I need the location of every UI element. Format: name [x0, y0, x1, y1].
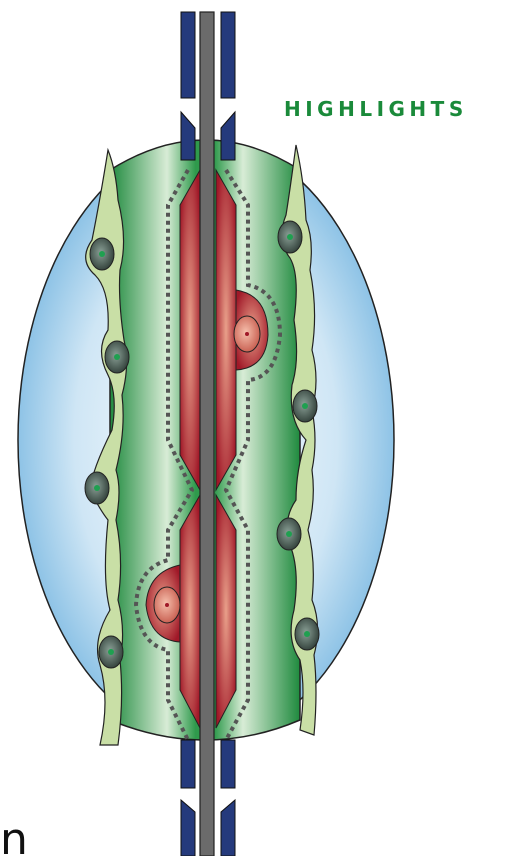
corner-glyph: n: [0, 818, 28, 862]
myelin-lower-right: [216, 495, 236, 728]
highlights-heading: HIGHLIGHTS: [284, 97, 468, 121]
axon: [200, 12, 214, 856]
myelin-lower-left: [180, 495, 200, 728]
myelin-upper-left: [180, 170, 200, 490]
myelin-upper-right: [216, 170, 236, 490]
